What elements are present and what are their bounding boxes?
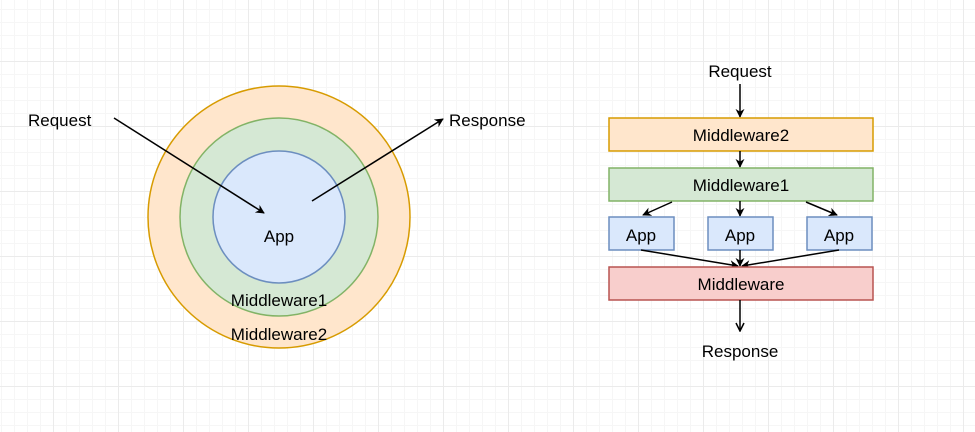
middleware1-to-app1-arrow	[642, 201, 673, 216]
response-label: Response	[449, 111, 526, 130]
middleware1-label: Middleware1	[231, 291, 327, 310]
middleware1-to-app3-arrow	[805, 201, 838, 217]
app-box-1	[608, 216, 675, 251]
middleware1-box	[608, 167, 874, 202]
app-box-3	[806, 216, 873, 251]
middleware2-box	[608, 117, 874, 152]
response-arrow	[311, 118, 444, 202]
flow-response-label: Response	[702, 342, 779, 361]
middleware-box	[608, 266, 874, 301]
middleware2-box-label: Middleware2	[693, 126, 789, 145]
middleware-box-label: Middleware	[698, 275, 785, 294]
request-arrow	[113, 117, 265, 214]
app-box-2	[707, 216, 774, 251]
app1-to-middleware-arrow	[640, 249, 739, 270]
app-box-3-label: App	[824, 226, 854, 245]
app3-to-middleware-arrow	[741, 249, 840, 270]
app-label: App	[264, 227, 294, 246]
flow-request-label: Request	[708, 62, 772, 81]
app-box-2-label: App	[725, 226, 755, 245]
onion-diagram: App Middleware1 Middleware2 Request Resp…	[28, 85, 526, 349]
app-box-1-label: App	[626, 226, 656, 245]
flow-diagram: Request Middleware2 Middleware1 App App …	[608, 62, 874, 361]
middleware2-label: Middleware2	[231, 325, 327, 344]
request-label: Request	[28, 111, 92, 130]
middleware1-box-label: Middleware1	[693, 176, 789, 195]
app-circle	[212, 150, 346, 284]
